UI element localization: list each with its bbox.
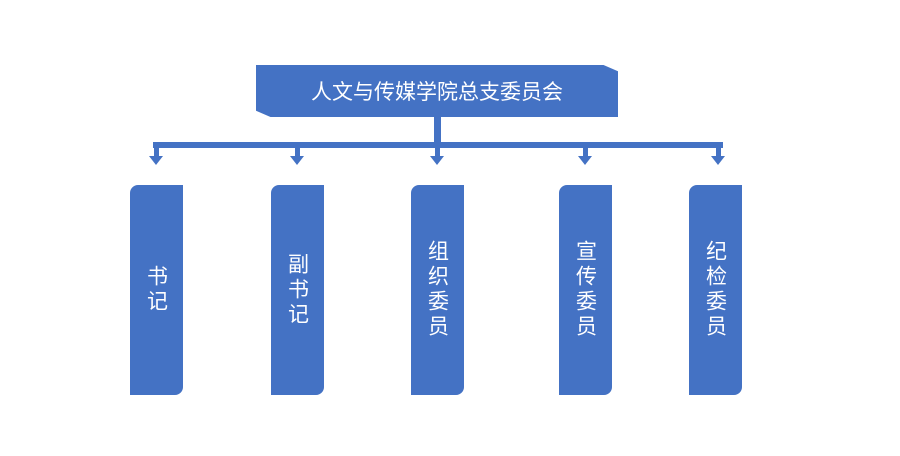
member-node-discipline: 纪检委员 <box>689 185 742 395</box>
member-label: 纪检委员 <box>703 240 728 340</box>
connector-stem <box>435 146 440 156</box>
member-node-publicity: 宣传委员 <box>559 185 612 395</box>
member-node-deputy-secretary: 副书记 <box>271 185 324 395</box>
member-label: 书记 <box>144 265 169 315</box>
root-node: 人文与传媒学院总支委员会 <box>256 65 618 117</box>
connector-stem <box>583 146 588 156</box>
arrow-icon <box>430 156 444 165</box>
connector-stem <box>154 146 159 156</box>
connector-bus <box>153 142 723 148</box>
member-label: 组织委员 <box>425 240 450 340</box>
arrow-icon <box>290 156 304 165</box>
member-node-organization: 组织委员 <box>411 185 464 395</box>
member-label: 宣传委员 <box>573 240 598 340</box>
root-label: 人文与传媒学院总支委员会 <box>311 80 563 104</box>
connector-stem <box>295 146 300 156</box>
connector-trunk <box>434 117 441 147</box>
member-node-secretary: 书记 <box>130 185 183 395</box>
arrow-icon <box>149 156 163 165</box>
arrow-icon <box>711 156 725 165</box>
connector-stem <box>716 146 721 156</box>
arrow-icon <box>578 156 592 165</box>
member-label: 副书记 <box>285 252 310 328</box>
